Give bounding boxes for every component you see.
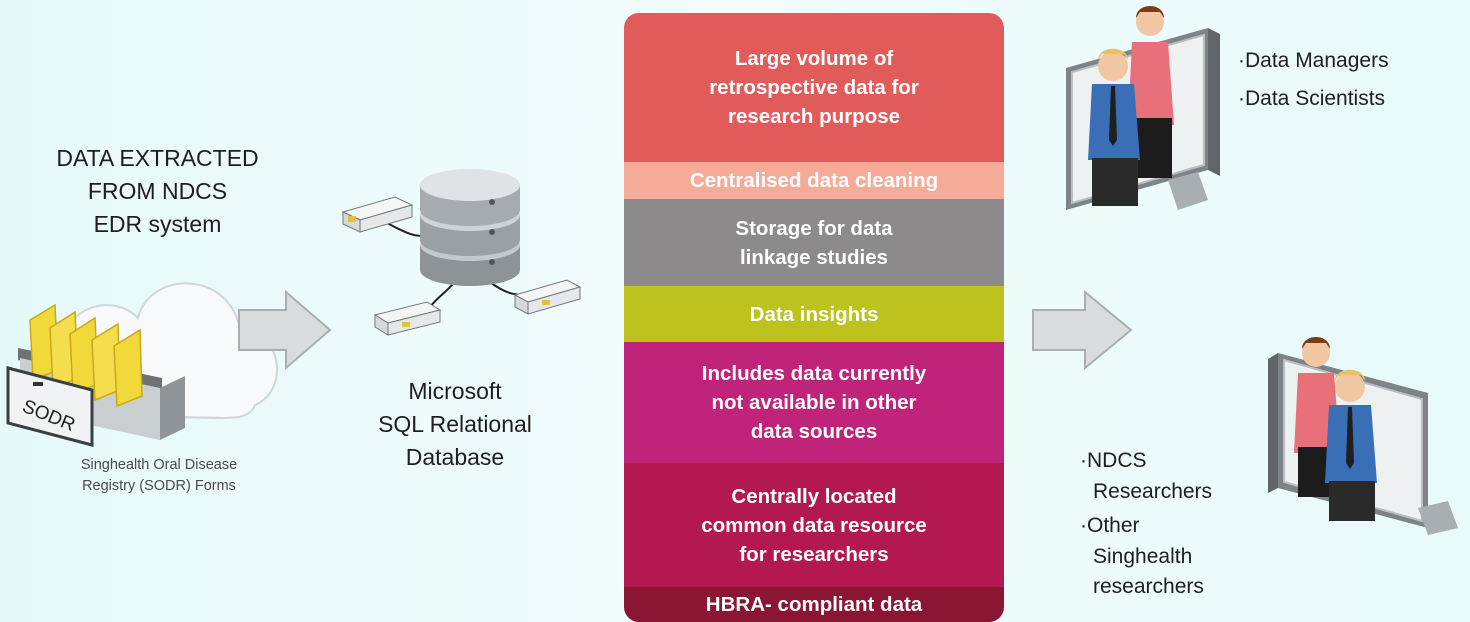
feature-text: Data insights xyxy=(749,302,879,326)
arrow-right-icon xyxy=(238,289,332,371)
feature-text: Large volume of retrospective data for r… xyxy=(709,47,919,128)
feature-band-1: Centralised data cleaning xyxy=(624,162,1004,199)
arrow-right-icon xyxy=(1032,289,1133,371)
source-title-line: DATA EXTRACTED xyxy=(56,145,259,171)
feature-text: Centrally located common data resource f… xyxy=(701,484,927,566)
database-caption-line: Microsoft xyxy=(408,378,502,404)
cloud-cabinet-icon: SODR xyxy=(6,282,279,447)
source-title: DATA EXTRACTED FROM NDCS EDR system xyxy=(20,142,295,241)
feature-text: Storage for data linkage studies xyxy=(735,216,893,269)
source-caption-line: Registry (SODR) Forms xyxy=(82,478,236,494)
users-bottom-list: NDCS Researchers Other Singhealth resear… xyxy=(1080,446,1212,603)
database-caption: Microsoft SQL Relational Database xyxy=(345,375,565,474)
feature-text: Centralised data cleaning xyxy=(689,169,939,192)
feature-band-0: Large volume of retrospective data for r… xyxy=(624,13,1004,162)
feature-band-5: Centrally located common data resource f… xyxy=(624,463,1004,587)
source-caption: Singhealth Oral Disease Registry (SODR) … xyxy=(28,455,290,497)
feature-band-4: Includes data currently not available in… xyxy=(624,342,1004,463)
users-top-list: Data Managers Data Scientists xyxy=(1238,42,1389,118)
feature-panel: Large volume of retrospective data for r… xyxy=(624,13,1004,622)
researcher-line: Other xyxy=(1080,511,1212,542)
source-title-line: EDR system xyxy=(93,211,222,237)
researcher-group-ndcs: NDCS Researchers xyxy=(1080,446,1212,507)
user-role-item: Data Managers xyxy=(1238,42,1389,80)
data-team-monitor-icon xyxy=(1066,6,1220,210)
feature-text: Includes data currently not available in… xyxy=(701,362,927,443)
researchers-monitor-icon xyxy=(1268,337,1458,535)
database-caption-line: SQL Relational xyxy=(378,411,532,437)
researcher-line: NDCS xyxy=(1080,446,1212,477)
researcher-line: researchers xyxy=(1093,575,1204,598)
source-title-line: FROM NDCS xyxy=(87,178,228,204)
researcher-line: Researchers xyxy=(1093,479,1213,503)
researcher-line: Singhealth xyxy=(1093,544,1193,568)
database-server-icon xyxy=(341,169,582,336)
database-caption-line: Database xyxy=(405,444,505,470)
feature-band-2: Storage for data linkage studies xyxy=(624,199,1004,286)
researcher-group-other: Other Singhealth researchers xyxy=(1080,511,1212,603)
feature-text: HBRA- compliant data xyxy=(705,593,923,616)
user-role-item: Data Scientists xyxy=(1238,80,1389,118)
feature-band-3: Data insights xyxy=(624,286,1004,342)
source-caption-line: Singhealth Oral Disease xyxy=(80,457,238,473)
feature-band-6: HBRA- compliant data xyxy=(624,587,1004,622)
